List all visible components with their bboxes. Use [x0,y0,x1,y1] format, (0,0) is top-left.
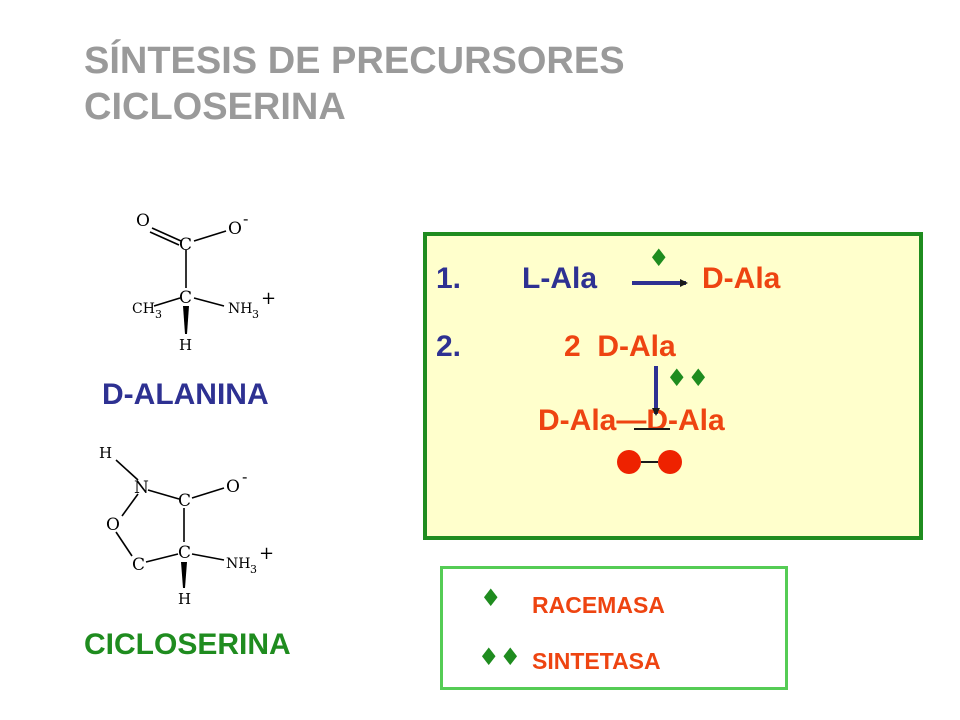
cycloserine-label: CICLOSERINA [84,628,291,661]
atom-c-ring: C [132,555,145,575]
group-ch3-subscript: 3 [155,308,162,321]
atom-c-carboxyl: C [179,235,192,255]
charge-minus: - [243,209,248,228]
legend-racemasa-label: RACEMASA [532,592,665,618]
step1-substrate: L-Ala [522,262,597,295]
step1-enzyme-symbol: ♦ [648,244,670,272]
title-line-1: SÍNTESIS DE PRECURSORES [84,40,625,82]
atom-c-alpha: C [179,288,192,308]
atom-o-minus: O [226,477,240,497]
step2-number: 2. [436,330,462,363]
group-nh3: NH [228,301,252,317]
step2-enzyme-symbol: ♦♦ [666,364,710,392]
step1-product: D-Ala [702,262,781,295]
group-nh3-subscript: 3 [250,563,257,576]
step2-substrate: 2 D-Ala [564,330,676,363]
atom-o-ring: O [106,515,120,535]
atom-h-top: H [99,444,112,462]
atom-n: N [134,478,149,498]
inhibition-dot-left [617,450,641,474]
charge-plus: + [259,543,274,564]
step1-number: 1. [436,262,462,295]
d-alanine-label: D-ALANINA [102,378,269,411]
inhibition-dot-right [658,450,682,474]
charge-minus: - [242,467,247,486]
legend-sintetasa-label: SINTETASA [532,648,661,674]
atom-c-alpha: C [178,543,191,563]
atom-h: H [179,336,192,354]
legend-racemasa-symbol: ♦ [480,584,502,612]
legend-sintetasa-symbol: ♦♦ [478,643,522,671]
step2-product: D-Ala—D-Ala [538,404,725,437]
enzyme-legend [440,566,788,690]
atom-o-double: O [136,211,150,231]
slide-title: SÍNTESIS DE PRECURSORES CICLOSERINA [84,38,904,130]
group-ch3: CH [132,301,155,317]
reaction-box [423,232,923,540]
d-alanine-structure: O C O - C CH 3 NH 3 + H [126,200,296,365]
charge-plus: + [261,288,276,309]
atom-o-minus: O [228,219,242,239]
group-nh3-subscript: 3 [252,308,259,321]
atom-c-carboxyl: C [178,491,191,511]
title-line-2: CICLOSERINA [84,86,346,128]
cycloserine-structure: H N C O - O C C NH 3 + H [94,438,294,611]
group-nh3: NH [226,556,250,572]
atom-h-bottom: H [178,590,191,606]
